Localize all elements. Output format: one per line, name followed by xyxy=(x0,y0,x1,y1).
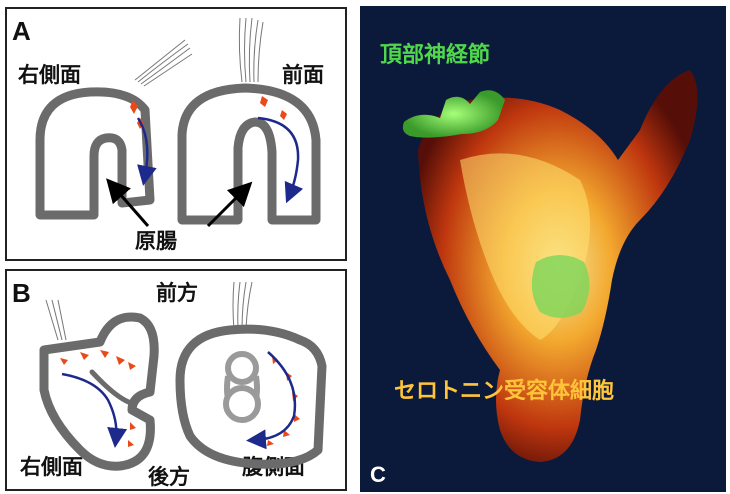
panel-c-green-cells xyxy=(532,255,590,318)
panel-c-apical-ganglion-label: 頂部神経節 xyxy=(380,42,490,68)
panel-a-letter: A xyxy=(12,16,31,46)
panel-c: 頂部神経節 セロトニン受容体細胞 C xyxy=(360,6,726,492)
panel-c-letter: C xyxy=(370,462,386,487)
panel-c-serotonin-cells-label: セロトニン受容体細胞 xyxy=(394,378,614,404)
panel-b: B 前方 右側面 後方 腹側面 xyxy=(6,270,346,490)
panel-a-archenteron-label: 原腸 xyxy=(135,229,177,253)
panel-b-right-side-label: 右側面 xyxy=(20,455,83,479)
panel-a: A 右側面 前面 原腸 xyxy=(6,8,346,260)
panel-b-anterior-label: 前方 xyxy=(156,281,198,305)
panel-b-letter: B xyxy=(12,278,31,308)
panel-b-posterior-label: 後方 xyxy=(148,465,190,489)
panel-a-right-side-label: 右側面 xyxy=(18,63,81,87)
panel-a-front-label: 前面 xyxy=(282,63,324,87)
